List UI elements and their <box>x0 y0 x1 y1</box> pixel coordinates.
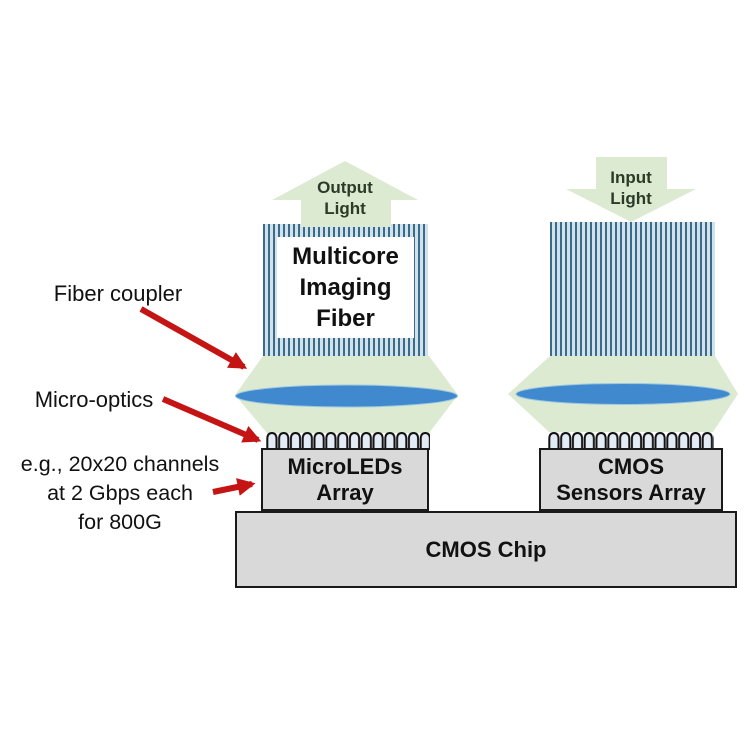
fiber-label-line2: Imaging <box>299 274 392 301</box>
cmos-sensors-label-line1: CMOS <box>598 453 664 479</box>
micro-optics-label: Micro-optics <box>34 387 154 412</box>
input-light-label: Input Light <box>581 167 681 209</box>
output-light-line2: Light <box>324 199 366 218</box>
fiber-label-line3: Fiber <box>316 305 375 332</box>
microleds-label-line2: Array <box>316 479 374 505</box>
input-light-line1: Input <box>610 168 652 187</box>
fiber-label-line1: Multicore <box>292 243 399 270</box>
microleds-array-box: MicroLEDs Array <box>261 448 429 511</box>
channels-note-line2: at 2 Gbps each <box>47 481 193 505</box>
microleds-label-line1: MicroLEDs <box>287 453 403 479</box>
input-light-line2: Light <box>610 189 652 208</box>
fiber-coupler-label: Fiber coupler <box>53 281 183 306</box>
multicore-fiber-left: Multicore Imaging Fiber <box>263 224 428 357</box>
lens-left <box>235 384 458 408</box>
cmos-chip-label: CMOS Chip <box>425 536 547 562</box>
fiber-coupler-cone-left <box>235 356 458 433</box>
fiber-label-box: Multicore Imaging Fiber <box>277 237 414 338</box>
fiber-coupler-arrow <box>139 306 248 370</box>
fiber-coupler-cone-right <box>508 356 738 432</box>
output-light-label: Output Light <box>295 177 395 219</box>
channels-note-line3: for 800G <box>78 510 162 534</box>
lens-right <box>515 383 731 405</box>
cmos-sensors-array-box: CMOS Sensors Array <box>539 448 723 511</box>
cmos-sensors-label-line2: Sensors Array <box>556 479 706 505</box>
channels-note-line1: e.g., 20x20 channels <box>20 452 220 476</box>
output-light-line1: Output <box>317 178 373 197</box>
cmos-chip-box: CMOS Chip <box>235 511 737 588</box>
fiber-bundle-right <box>550 222 715 357</box>
channels-note: e.g., 20x20 channels at 2 Gbps each for … <box>2 450 238 537</box>
